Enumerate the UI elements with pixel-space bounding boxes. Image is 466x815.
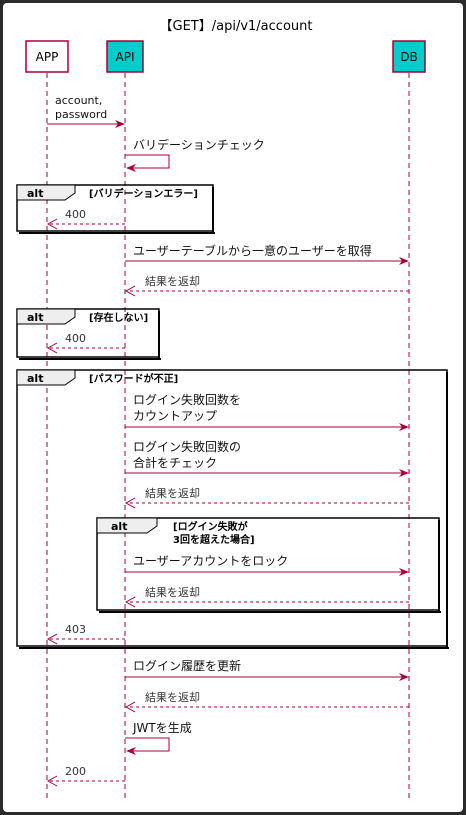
alt-keyword: alt [27, 187, 43, 200]
message-200: 200 [65, 765, 86, 778]
participant-api: API [106, 40, 144, 73]
participant-db-label: DB [400, 50, 417, 64]
participant-api-label: API [116, 50, 135, 64]
alt-condition: [バリデーションエラー] [89, 187, 198, 200]
arrowhead-return [124, 701, 136, 713]
alt-block-wrong-password: alt [パスワードが不正] [16, 369, 449, 649]
arrowhead-return [124, 596, 136, 608]
arrowhead-return [46, 633, 58, 645]
message-password-label: password [55, 108, 107, 121]
alt-block-not-exist: alt [存在しない] [16, 308, 161, 360]
alt-block-validation-error: alt [バリデーションエラー] [16, 184, 215, 234]
alt-condition-line2: 3回を超えた場合] [173, 533, 255, 546]
message-account-label: account, [55, 94, 102, 107]
diagram-canvas: 【GET】/api/v1/account APP API DB account,… [3, 3, 463, 812]
participant-app: APP [25, 40, 69, 73]
alt-condition: [存在しない] [89, 311, 148, 324]
alt-block-lock: alt [ログイン失敗が 3回を超えた場合] [96, 517, 441, 613]
arrowhead-return [124, 497, 136, 509]
message-count-up-line1: ログイン失敗回数を [133, 392, 241, 407]
sequence-diagram: 【GET】/api/v1/account APP API DB account,… [16, 19, 449, 801]
message-count-up-line2: カウントアップ [133, 409, 217, 423]
message-validation-label: バリデーションチェック [133, 137, 265, 152]
arrowhead-return [124, 285, 136, 297]
message-jwt-label: JWTを生成 [132, 721, 192, 735]
arrowhead-return [46, 218, 58, 230]
message-400-validation: 400 [65, 208, 86, 221]
message-get-user-label: ユーザーテーブルから一意のユーザーを取得 [133, 243, 372, 258]
message-lock-account-label: ユーザーアカウントをロック [133, 554, 288, 568]
message-result-label: 結果を返却 [145, 486, 200, 500]
alt-keyword: alt [27, 311, 43, 324]
arrowhead-return [46, 342, 58, 354]
message-result-label: 結果を返却 [145, 274, 200, 288]
message-403: 403 [65, 623, 86, 636]
diagram-title: 【GET】/api/v1/account [160, 19, 313, 34]
arrowhead-return [46, 775, 58, 787]
alt-keyword: alt [27, 372, 43, 385]
participant-db: DB [392, 40, 426, 73]
message-400-not-exist: 400 [65, 332, 86, 345]
self-arrow-jwt [125, 737, 170, 755]
message-check-total-line1: ログイン失敗回数の [133, 439, 241, 454]
message-result-label: 結果を返却 [145, 585, 200, 599]
message-check-total-line2: 合計をチェック [133, 455, 217, 470]
self-arrow-validation [125, 154, 170, 172]
message-login-history-label: ログイン履歴を更新 [133, 658, 241, 673]
alt-condition-line1: [ログイン失敗が [173, 520, 249, 533]
message-result-label: 結果を返却 [145, 690, 200, 704]
participant-app-label: APP [36, 50, 59, 64]
alt-keyword: alt [111, 520, 127, 533]
alt-condition: [パスワードが不正] [89, 372, 178, 385]
